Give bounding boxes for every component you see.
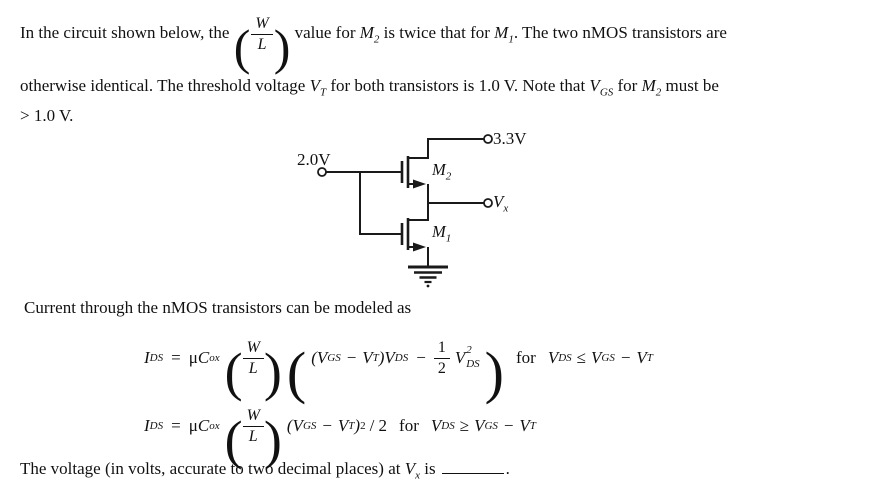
m2-source-arrow-icon — [413, 179, 426, 189]
input-voltage-label: 2.0V — [297, 150, 331, 169]
ground-symbol — [408, 265, 448, 284]
vx-terminal — [483, 198, 493, 208]
vx-node-label: Vx — [493, 192, 509, 215]
question-text-pre: The voltage (in volts, accurate to two d… — [20, 459, 401, 478]
supply-terminal — [483, 134, 493, 144]
input-terminal — [317, 167, 327, 177]
minus-sign: − — [416, 348, 426, 367]
problem-line-1: In the circuit shown below, the ( W L ) … — [20, 8, 727, 72]
var-vt: VT — [309, 76, 327, 99]
var-m2: M2 — [359, 23, 380, 46]
problem-text-pre: In the circuit shown below, the — [20, 23, 230, 42]
wl-ratio-term: ( W L ) — [224, 406, 282, 471]
supply-voltage-label: 3.3V — [493, 129, 527, 148]
var-vgs: VGS — [589, 76, 614, 99]
one-half-fraction: 1 2 — [433, 339, 450, 377]
m1-source-arrow-icon — [413, 242, 426, 252]
transistor-m1-label: M1 — [432, 222, 452, 245]
problem-text-seg4: must be — [665, 76, 719, 95]
ground-dot — [426, 284, 430, 288]
transistor-m2-symbol — [400, 138, 429, 188]
question-line: The voltage (in volts, accurate to two d… — [20, 457, 510, 481]
problem-line-3: > 1.0 V. — [20, 106, 74, 125]
equals-sign: = — [171, 348, 181, 367]
w-over-l: W L — [251, 15, 273, 53]
for-keyword: for — [516, 348, 536, 367]
answer-blank — [441, 458, 504, 474]
circuit-wires — [326, 138, 484, 284]
var-m1: M1 — [494, 23, 514, 46]
problem-text-seg2: for both transistors is 1.0 V. Note that — [330, 76, 586, 95]
equals-sign: = — [171, 416, 181, 435]
question-period: . — [505, 459, 510, 478]
var-vx: Vx — [404, 459, 420, 482]
model-intro-text: Current through the nMOS transistors can… — [24, 298, 412, 317]
problem-text-mid2: is twice that for — [383, 23, 490, 42]
var-m2: M2 — [641, 76, 662, 99]
wl-ratio-term: ( W L ) — [224, 338, 282, 403]
problem-line-2: otherwise identical. The threshold volta… — [20, 74, 719, 98]
problem-text-seg3: for — [617, 76, 638, 95]
question-text-mid: is — [424, 459, 436, 478]
for-keyword: for — [399, 416, 419, 435]
problem-text-end: . The two nMOS transistors are — [513, 23, 727, 42]
problem-text-mid1: value for — [294, 23, 356, 42]
transistor-m2-label: M2 — [432, 160, 452, 183]
problem-text-seg1: otherwise identical. The threshold volta… — [20, 76, 306, 95]
